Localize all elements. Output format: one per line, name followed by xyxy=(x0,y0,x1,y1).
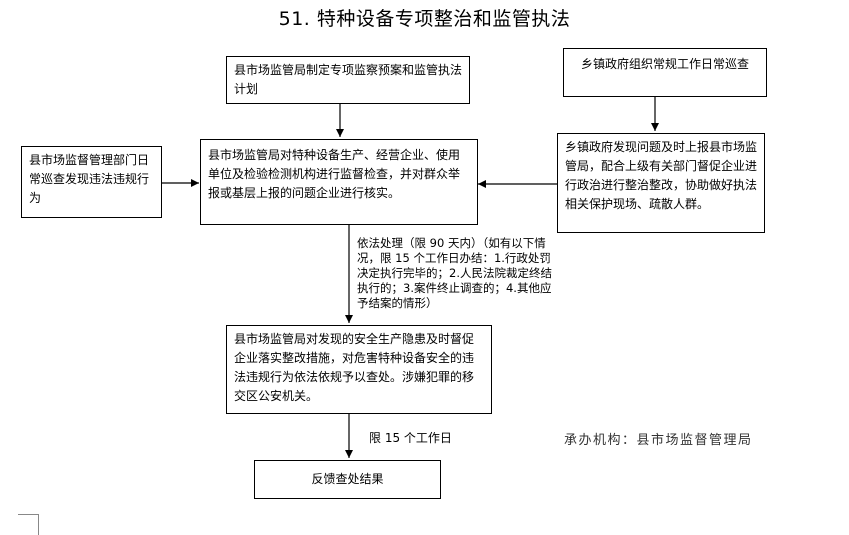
handling-text: 县市场监管局对发现的安全生产隐患及时督促企业落实整改措施，对危害特种设备安全的违… xyxy=(234,332,475,403)
handling-box: 县市场监管局对发现的安全生产隐患及时督促企业落实整改措施，对危害特种设备安全的违… xyxy=(226,325,492,414)
result-box: 反馈查处结果 xyxy=(254,460,441,499)
page-title: 51. 特种设备专项整治和监管执法 xyxy=(278,8,571,30)
agency-label: 承办机构：县市场监督管理局 xyxy=(564,433,753,448)
plan-text: 县市场监管局制定专项监察预案和监管执法计划 xyxy=(234,63,463,96)
plan-box: 县市场监管局制定专项监察预案和监管执法计划 xyxy=(226,56,470,104)
result-text: 反馈查处结果 xyxy=(311,472,384,486)
town-report-text: 乡镇政府发现问题及时上报县市场监管局，配合上级有关部门督促企业进行政治进行整治整… xyxy=(565,140,758,211)
daily-patrol-text: 县市场监督管理部门日常巡查发现违法违规行为 xyxy=(29,153,150,205)
legal-process-label: 依法处理（限 90 天内）（如有以下情况，限 15 个工作日办结：1.行政处罚决… xyxy=(357,236,552,310)
inspection-box: 县市场监管局对特种设备生产、经营企业、使用单位及检验检测机构进行监督检查，并对群… xyxy=(200,139,478,225)
time-limit-label: 限 15 个工作日 xyxy=(369,431,452,445)
inspection-text: 县市场监管局对特种设备生产、经营企业、使用单位及检验检测机构进行监督检查，并对群… xyxy=(208,148,461,200)
daily-patrol-box: 县市场监督管理部门日常巡查发现违法违规行为 xyxy=(21,146,162,218)
town-patrol-text: 乡镇政府组织常规工作日常巡查 xyxy=(580,57,749,71)
page-corner-mark xyxy=(18,514,39,535)
town-report-box: 乡镇政府发现问题及时上报县市场监管局，配合上级有关部门督促企业进行政治进行整治整… xyxy=(557,133,765,233)
town-patrol-box: 乡镇政府组织常规工作日常巡查 xyxy=(563,48,767,97)
